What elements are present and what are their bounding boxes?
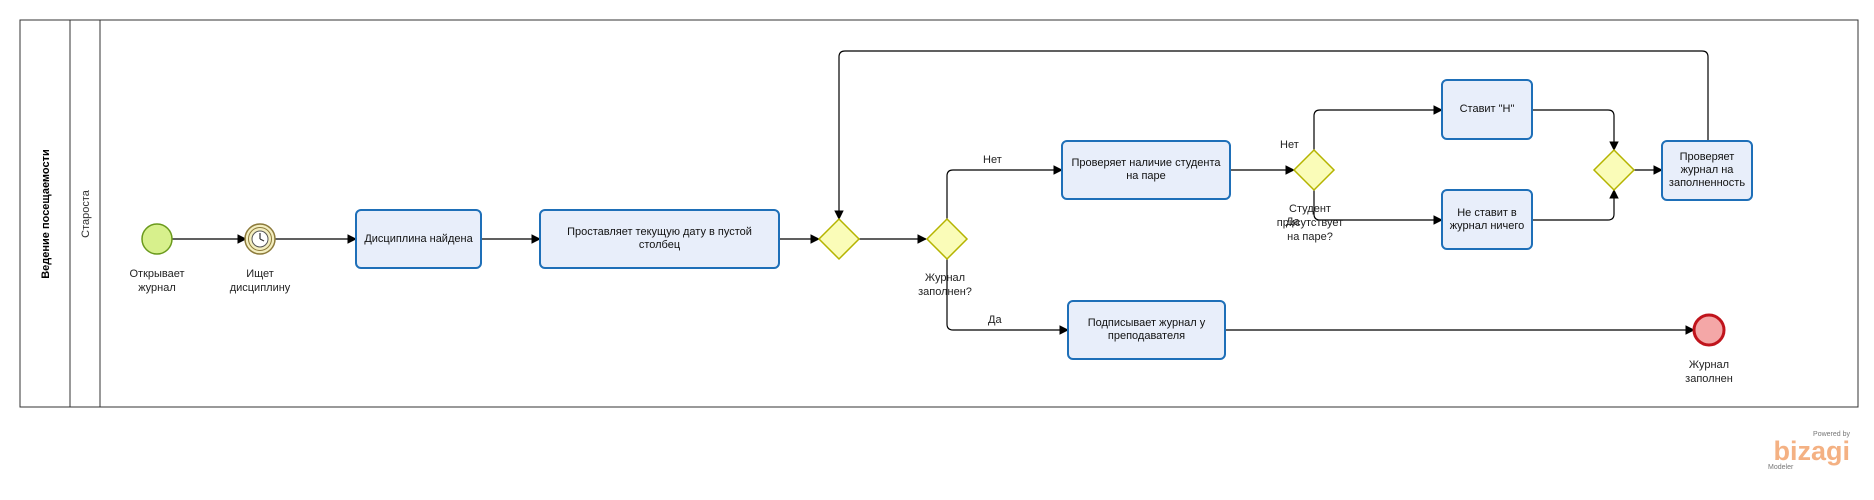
pool: Ведение посещаемости Староста bbox=[19, 19, 1859, 408]
task-check-presence[interactable]: Проверяет наличие студента на паре bbox=[1061, 140, 1231, 200]
clock-icon bbox=[251, 230, 269, 248]
task-discipline-found[interactable]: Дисциплина найдена bbox=[355, 209, 482, 269]
powered-by-text: Powered by bbox=[1813, 431, 1850, 438]
task-discipline-found-label: Дисциплина найдена bbox=[364, 232, 473, 245]
task-check-journal[interactable]: Проверяет журнал на заполненность bbox=[1661, 140, 1753, 201]
task-sign-journal-label: Подписывает журнал у преподавателя bbox=[1087, 317, 1206, 342]
gateway-merge[interactable] bbox=[817, 217, 861, 261]
product-text: Modeler bbox=[1768, 464, 1794, 471]
task-mark-absent[interactable]: Ставит "Н" bbox=[1441, 79, 1533, 140]
gateway-journal-filled-label-2: заполнен? bbox=[918, 286, 972, 298]
pool-title: Ведение посещаемости bbox=[40, 149, 52, 279]
flow-nomark-to-join[interactable] bbox=[1532, 189, 1619, 221]
gateway-student-present[interactable] bbox=[1292, 148, 1336, 192]
flow-label-yes-student: Да bbox=[1286, 216, 1300, 228]
brand-text: bizagi bbox=[1773, 436, 1850, 466]
timer-event-label-1: Ищет bbox=[246, 268, 274, 280]
flow-loop-back[interactable] bbox=[834, 50, 1709, 220]
flow-label-yes-journal: Да bbox=[988, 314, 1002, 326]
flow-label-no-journal: Нет bbox=[983, 154, 1002, 166]
flow-label-no-student: Нет bbox=[1280, 139, 1299, 151]
flow-decision-no[interactable] bbox=[946, 165, 1063, 220]
start-event-label-2: журнал bbox=[138, 282, 176, 294]
gateway-student-present-label-3: на паре? bbox=[1287, 231, 1333, 243]
flow-student-no[interactable] bbox=[1313, 105, 1443, 150]
bizagi-logo: Powered by bizagi Modeler bbox=[1768, 431, 1850, 471]
flow-mark-to-join[interactable] bbox=[1532, 109, 1619, 151]
task-mark-absent-label: Ставит "Н" bbox=[1459, 103, 1515, 115]
start-event[interactable] bbox=[141, 223, 173, 255]
task-set-date[interactable]: Проставляет текущую дату в пустой столбе… bbox=[539, 209, 780, 269]
task-set-date-label: Проставляет текущую дату в пустой столбе… bbox=[567, 226, 752, 251]
lane-title: Староста bbox=[80, 189, 92, 238]
timer-event-label-2: дисциплину bbox=[230, 282, 291, 294]
flow-decision-yes[interactable] bbox=[946, 259, 1069, 335]
task-sign-journal[interactable]: Подписывает журнал у преподавателя bbox=[1067, 300, 1226, 360]
end-event[interactable] bbox=[1692, 313, 1726, 347]
gateway-student-present-label-1: Студент bbox=[1289, 203, 1331, 215]
gateway-student-present-label-2: присутствует bbox=[1277, 217, 1343, 229]
sequence-flows bbox=[172, 50, 1709, 335]
gateway-join[interactable] bbox=[1592, 148, 1636, 192]
gateway-journal-filled[interactable] bbox=[925, 217, 969, 261]
flow-student-yes[interactable] bbox=[1313, 190, 1443, 225]
gateway-journal-filled-label-1: Журнал bbox=[925, 272, 965, 284]
task-check-journal-label: Проверяет журнал на заполненность bbox=[1668, 151, 1746, 189]
timer-event[interactable] bbox=[244, 223, 276, 255]
task-no-mark-label: Не ставит в журнал ничего bbox=[1449, 206, 1525, 232]
end-event-label-2: заполнен bbox=[1685, 373, 1733, 385]
task-no-mark[interactable]: Не ставит в журнал ничего bbox=[1441, 189, 1533, 250]
end-event-label-1: Журнал bbox=[1689, 359, 1729, 371]
task-check-presence-label: Проверяет наличие студента на паре bbox=[1071, 157, 1221, 182]
start-event-label-1: Открывает bbox=[129, 268, 184, 280]
